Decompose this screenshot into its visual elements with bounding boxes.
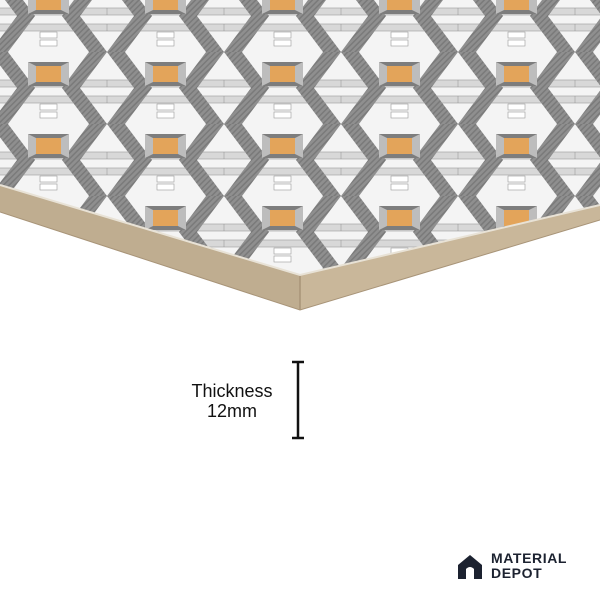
- brand-logo: MATERIAL DEPOT: [455, 549, 567, 583]
- brand-name-line2: DEPOT: [491, 565, 543, 581]
- tile-edge-left: [0, 185, 300, 310]
- thickness-title: Thickness: [191, 381, 273, 401]
- tile-edge-right: [300, 205, 600, 310]
- thickness-indicator-icon: [292, 360, 304, 440]
- thickness-label: Thickness 12mm: [172, 381, 292, 421]
- thickness-value: 12mm: [206, 401, 257, 421]
- brand-name-line1: MATERIAL: [491, 550, 568, 566]
- house-icon: [458, 555, 482, 579]
